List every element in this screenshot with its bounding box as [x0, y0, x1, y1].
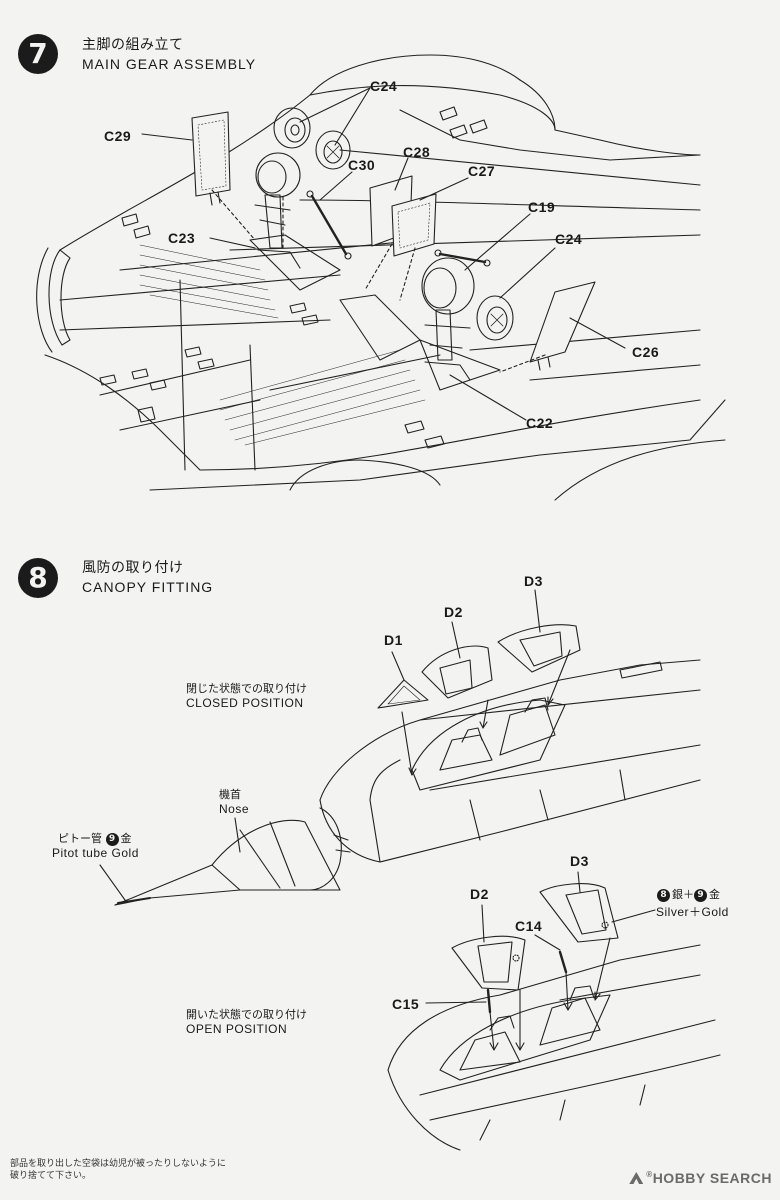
closed-position-label-en: CLOSED POSITION	[186, 696, 304, 710]
nose-label-jp: 機首	[219, 788, 241, 801]
canopy-drawing	[99, 589, 721, 1151]
safety-warning: 部品を取り出した空袋は幼児が被ったりしないように 破り捨てて下さい。	[10, 1158, 226, 1182]
hobby-search-mark-icon	[629, 1172, 644, 1184]
step-7-title-en: MAIN GEAR ASSEMBLY	[82, 56, 257, 72]
part-label-c23: C23	[168, 230, 196, 246]
part-label-d2-closed: D2	[444, 604, 463, 620]
part-label-c28: C28	[403, 144, 431, 160]
step-8-number: 8	[18, 558, 58, 598]
part-label-c24-lower: C24	[555, 231, 583, 247]
part-label-d3-closed: D3	[524, 573, 543, 589]
paint-callout-en: Silver＋Gold	[656, 905, 729, 919]
paint-number-badge: 8	[657, 889, 670, 902]
part-label-c15: C15	[392, 996, 420, 1012]
closed-position-label-jp: 閉じた状態での取り付け	[186, 682, 307, 695]
step-8-title-jp: 風防の取り付け	[82, 560, 184, 576]
pitot-label-en: Pitot tube Gold	[52, 846, 139, 860]
paint-color2-jp: 金	[709, 888, 720, 901]
part-label-c30: C30	[348, 157, 376, 173]
part-label-c26: C26	[632, 344, 660, 360]
pitot-name-jp: ピトー管	[58, 832, 102, 845]
part-label-c24-top: C24	[370, 78, 398, 94]
hobby-search-logo-text: HOBBY SEARCH	[652, 1170, 772, 1186]
part-label-c29: C29	[104, 128, 132, 144]
registered-icon: ®	[646, 1170, 653, 1179]
step-7-title-jp: 主脚の組み立て	[82, 37, 184, 53]
part-label-c27: C27	[468, 163, 496, 179]
paint-color1-jp: 銀	[672, 888, 683, 901]
part-label-c14: C14	[515, 918, 543, 934]
main-gear-drawing	[36, 54, 726, 501]
part-label-d1: D1	[384, 632, 403, 648]
pitot-color-jp: 金	[120, 832, 132, 845]
paint-number-badge: 9	[105, 833, 119, 846]
part-label-d3-open: D3	[570, 853, 589, 869]
safety-warning-line1: 部品を取り出した空袋は幼児が被ったりしないように	[10, 1159, 226, 1169]
safety-warning-line2: 破り捨てて下さい。	[10, 1171, 92, 1181]
open-position-label-jp: 開いた状態での取り付け	[186, 1008, 307, 1021]
part-label-c22: C22	[526, 415, 554, 431]
paint-number-badge: 9	[694, 889, 707, 902]
nose-label-en: Nose	[219, 802, 250, 816]
step-8-title-en: CANOPY FITTING	[82, 579, 214, 595]
part-label-c19: C19	[528, 199, 556, 215]
part-label-d2-open: D2	[470, 886, 489, 902]
hobby-search-logo: ®HOBBY SEARCH	[629, 1170, 772, 1186]
plus-sign: ＋	[683, 888, 694, 901]
open-position-label-en: OPEN POSITION	[186, 1022, 288, 1036]
step-7-number: 7	[18, 34, 58, 74]
